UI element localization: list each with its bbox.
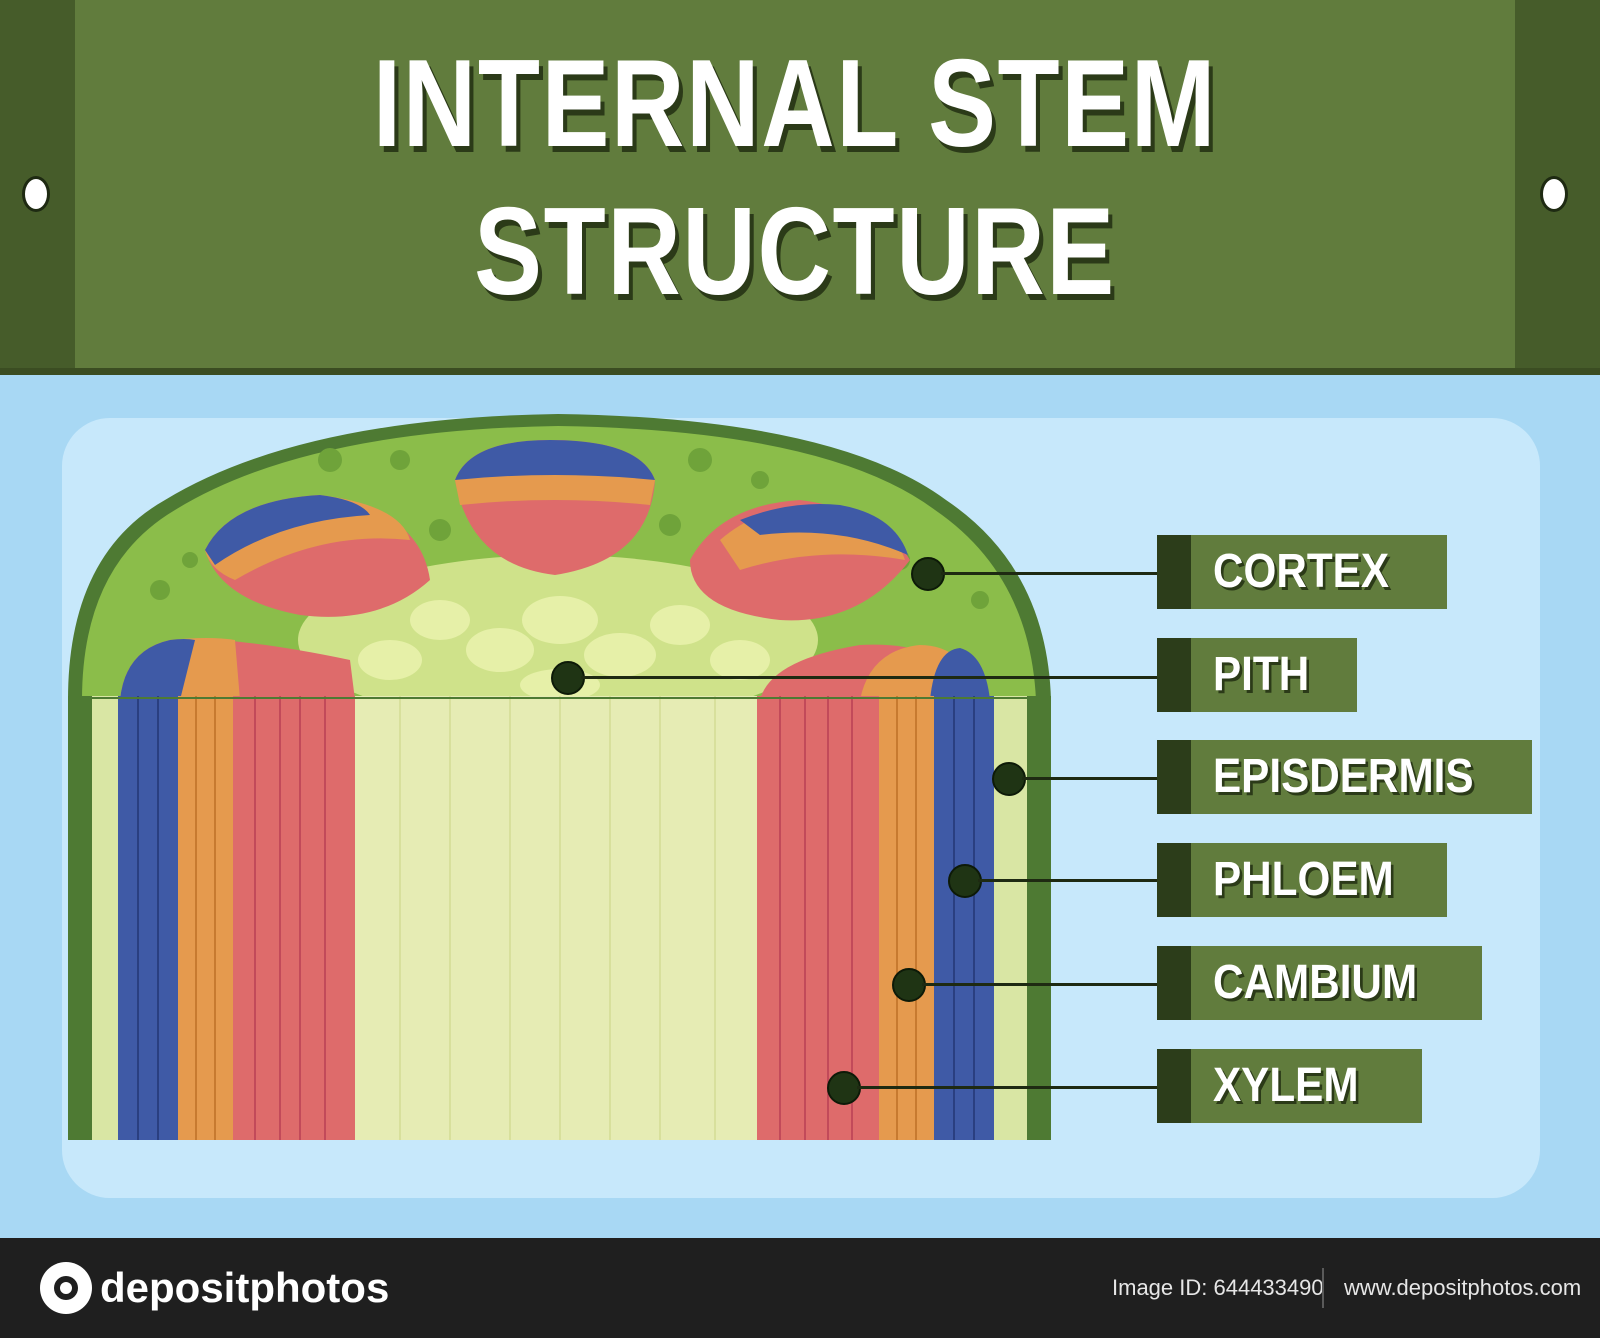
label-phloem: PHLOEM [1157,843,1447,917]
camera-logo-icon [40,1262,92,1314]
image-id-text: Image ID: 644433490 [1112,1275,1324,1300]
camera-lens-center-icon [60,1282,72,1294]
label-cambium: CAMBIUM [1157,946,1482,1020]
label-xylem-text: XYLEM [1213,1059,1359,1112]
label-cortex-text: CORTEX [1213,545,1390,598]
label-pith: PITH [1157,638,1357,712]
label-epidermis: EPISDERMIS [1157,740,1532,814]
xylem-leader-line [857,1086,1159,1089]
phloem-leader-line [978,879,1159,882]
cortex-leader-line [941,572,1159,575]
cortex-pointer-dot [911,557,945,591]
cortex-cells [120,440,990,700]
rivet-left-icon [22,176,50,212]
footer-divider [1322,1268,1324,1308]
phloem-pointer-dot [948,864,982,898]
vascular-bundle [455,440,655,575]
site-url[interactable]: www.depositphotos.com [1344,1275,1582,1300]
label-stub [1157,638,1191,712]
vascular-bundle [120,638,355,700]
cross-section-top [68,414,1051,700]
title-banner: INTERNAL STEM STRUCTURE [0,0,1600,375]
brand-name: depositphotos [100,1264,390,1311]
xylem-pointer-dot [827,1071,861,1105]
cambium-pointer-dot [892,968,926,1002]
epidermis-leader-line [1022,777,1159,780]
pith-pointer-dot [551,661,585,695]
label-epidermis-text: EPISDERMIS [1213,750,1474,803]
title-line-2: STRUCTURE [474,183,1116,321]
footer-bar: depositphotos Image ID: 644433490 www.de… [0,1238,1600,1338]
title-line-1: INTERNAL STEM [372,35,1218,173]
label-stub [1157,535,1191,609]
vascular-bundle [205,495,430,617]
label-stub [1157,740,1191,814]
label-pith-text: PITH [1213,648,1310,701]
cambium-leader-line [922,983,1159,986]
label-stub [1157,1049,1191,1123]
banner-shadow [0,368,1600,375]
pith-leader-line [581,676,1159,679]
longitudinal-section [68,696,1051,1140]
stem-diagram [68,414,1051,1140]
label-xylem: XYLEM [1157,1049,1422,1123]
label-cambium-text: CAMBIUM [1213,956,1418,1009]
vascular-bundle [690,500,910,621]
label-cortex: CORTEX [1157,535,1447,609]
rivet-right-icon [1540,176,1568,212]
vascular-bundle [760,644,990,700]
label-phloem-text: PHLOEM [1213,853,1394,906]
label-stub [1157,843,1191,917]
epidermis-pointer-dot [992,762,1026,796]
label-stub [1157,946,1191,1020]
page-title: INTERNAL STEM STRUCTURE [274,30,1315,326]
